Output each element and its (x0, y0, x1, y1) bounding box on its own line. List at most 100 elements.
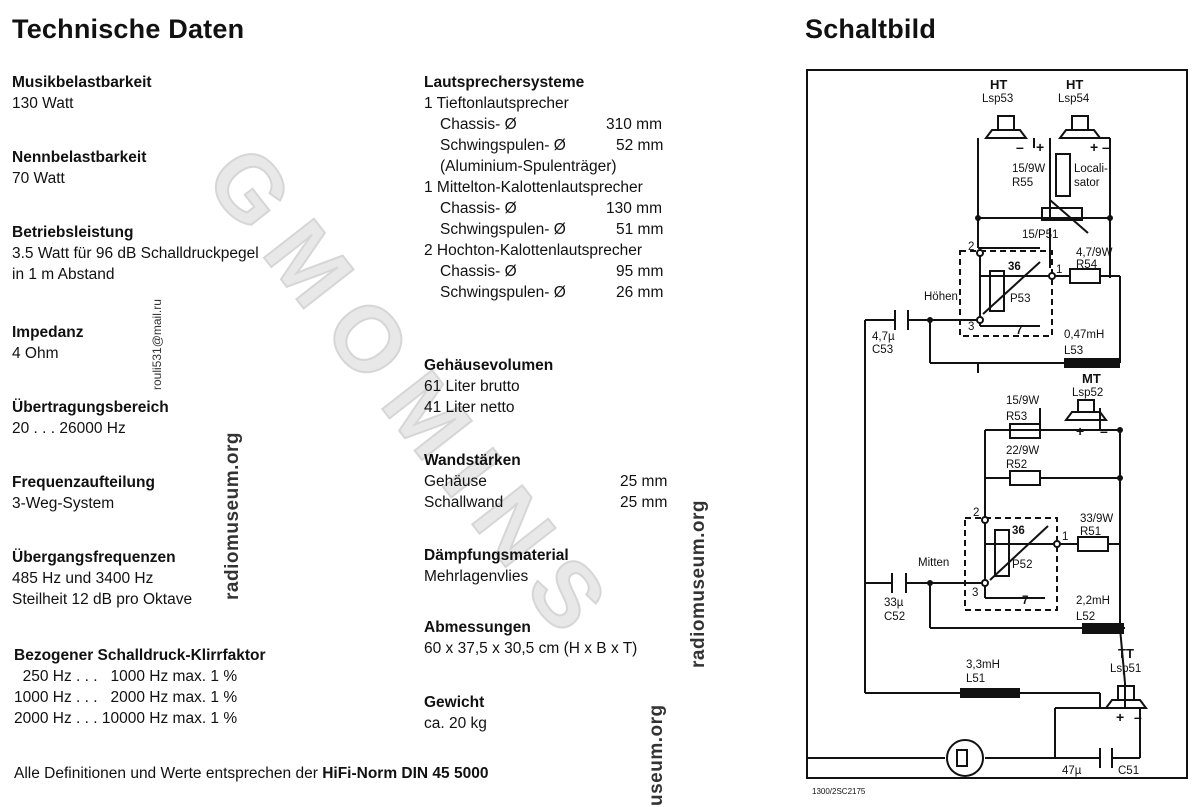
spec-heading: Gehäusevolumen (424, 357, 554, 374)
p51-potentiometer (1041, 207, 1083, 221)
label-lsp54: Lsp54 (1058, 93, 1090, 105)
wire (1119, 627, 1126, 684)
spec-value: 41 Liter netto (424, 399, 515, 416)
spec-value: ca. 20 kg (424, 715, 487, 732)
label-r55: R55 (1012, 177, 1033, 189)
localisator-resistor (1055, 153, 1071, 197)
spec-row-value: 95 mm (616, 263, 664, 280)
label-c51-value: 47µ (1062, 765, 1082, 777)
label-drawing-code: 1300/2SC2175 (812, 787, 866, 796)
label-c51: C51 (1118, 765, 1139, 777)
spec-row: Schallwand 25 mm (424, 492, 694, 513)
junction-dot (1117, 475, 1123, 481)
spec-value: 2000 Hz . . . 10000 Hz max. 1 % (14, 710, 238, 727)
label-r51: R51 (1080, 526, 1101, 538)
label-ht1: HT (990, 77, 1007, 92)
spec-row-value: 25 mm (620, 494, 668, 511)
spec-value: Steilheit 12 dB pro Oktave (12, 591, 193, 608)
crossover-schematic: HT Lsp53 HT Lsp54 15/9W R55 Locali- sato… (806, 69, 1188, 796)
label-p53-min: 7 (1016, 325, 1022, 337)
label-node-m1: 1 (1062, 531, 1068, 543)
schematic-title: Schaltbild (805, 14, 937, 44)
label-mt: MT (1082, 371, 1101, 386)
label-r53-value: 15/9W (1006, 395, 1039, 407)
spec-value: in 1 m Abstand (12, 266, 115, 283)
page-title: Technische Daten (12, 14, 245, 44)
spec-heading: Gewicht (424, 694, 485, 711)
spec-row: Schwingspulen- Ø 26 mm (424, 282, 734, 303)
footer-norm: HiFi-Norm DIN 45 5000 (322, 765, 489, 782)
label-p52: P52 (1012, 559, 1032, 571)
spec-row-label: Gehäuse (424, 473, 487, 490)
spec-heading: Übertragungsbereich (12, 399, 169, 416)
polarity-minus: – (1102, 139, 1110, 155)
pot-wiper (1049, 199, 1089, 234)
speaker-lsp51-icon (1104, 699, 1148, 709)
spec-heading: Dämpfungsmaterial (424, 547, 569, 564)
junction-dot (927, 580, 933, 586)
speaker-lsp52-icon (1077, 399, 1095, 413)
spec-row-label: Chassis- Ø (440, 116, 517, 133)
site-watermark-left: radiomuseum.org (222, 432, 243, 600)
spec-heading: Impedanz (12, 324, 84, 341)
email-watermark: rouli531@mail.ru (150, 299, 164, 390)
label-r51-value: 33/9W (1080, 513, 1113, 525)
spec-value: 1 Tieftonlautsprecher (424, 95, 569, 112)
spec-impedance: Impedanz 4 Ohm (12, 322, 83, 364)
spec-row-label: Schwingspulen- Ø (440, 284, 566, 301)
polarity-minus: – (1016, 139, 1024, 155)
schematic-frame (806, 69, 1188, 779)
spec-heading: Abmessungen (424, 619, 531, 636)
polarity-minus: – (1134, 709, 1142, 725)
junction-dot (927, 317, 933, 323)
label-lsp52: Lsp52 (1072, 387, 1103, 399)
label-tt: TT (1118, 646, 1134, 661)
label-ht2: HT (1066, 77, 1083, 92)
label-c52: C52 (884, 611, 905, 623)
junction-dot (981, 516, 989, 524)
spec-value: (Aluminium-Spulenträger) (440, 158, 617, 175)
spec-heading: Bezogener Schalldruck-Klirrfaktor (14, 647, 266, 664)
label-node-3: 3 (968, 321, 974, 333)
label-c52-value: 33µ (884, 597, 904, 609)
label-c53-value: 4,7µ (872, 331, 895, 343)
spec-value: Mehrlagenvlies (424, 568, 529, 585)
site-watermark-bottom: useum.org (646, 704, 667, 806)
spec-dimensions: Abmessungen 60 x 37,5 x 30,5 cm (H x B x… (424, 617, 637, 659)
label-node-m3: 3 (972, 587, 978, 599)
spec-row-value: 51 mm (616, 221, 664, 238)
label-localisator: Locali- (1074, 163, 1108, 175)
spec-row-value: 130 mm (606, 200, 662, 217)
polarity-plus: + (1116, 709, 1124, 725)
spec-value: 61 Liter brutto (424, 378, 520, 395)
label-node-m2: 2 (973, 507, 979, 519)
spec-heading: Nennbelastbarkeit (12, 149, 147, 166)
spec-row: Chassis- Ø 310 mm (424, 114, 734, 135)
spec-crossover-type: Frequenzaufteilung 3-Weg-System (12, 472, 155, 514)
spec-weight: Gewicht ca. 20 kg (424, 692, 487, 734)
spec-row: Schwingspulen- Ø 52 mm (424, 135, 734, 156)
label-l53-value: 0,47mH (1064, 329, 1104, 341)
input-jack-symbol (956, 749, 968, 767)
spec-value: 250 Hz . . . 1000 Hz max. 1 % (14, 668, 238, 685)
spec-rated-power: Nennbelastbarkeit 70 Watt (12, 147, 146, 189)
spec-row-label: Schwingspulen- Ø (440, 137, 566, 154)
spec-row-value: 310 mm (606, 116, 662, 133)
speaker-lsp54-icon (1071, 115, 1089, 131)
spec-value: 130 Watt (12, 95, 74, 112)
label-l53: L53 (1064, 345, 1083, 357)
spec-row-label: Schallwand (424, 494, 504, 511)
speaker-lsp53-icon (984, 129, 1028, 139)
spec-crossover-frequencies: Übergangsfrequenzen 485 Hz und 3400 Hz S… (12, 547, 192, 610)
junction-dot (976, 316, 984, 324)
junction-dot (981, 579, 989, 587)
spec-wall-thickness: Wandstärken Gehäuse 25 mm Schallwand 25 … (424, 450, 694, 513)
spec-row: Chassis- Ø 130 mm (424, 198, 734, 219)
spec-value: 3.5 Watt für 96 dB Schalldruckpegel (12, 245, 259, 262)
spec-value: 70 Watt (12, 170, 65, 187)
label-lsp53: Lsp53 (982, 93, 1013, 105)
spec-value: 1000 Hz . . . 2000 Hz max. 1 % (14, 689, 238, 706)
r53-resistor (1009, 423, 1041, 439)
label-c53: C53 (872, 344, 893, 356)
hoehen-pot-box (959, 250, 1053, 337)
